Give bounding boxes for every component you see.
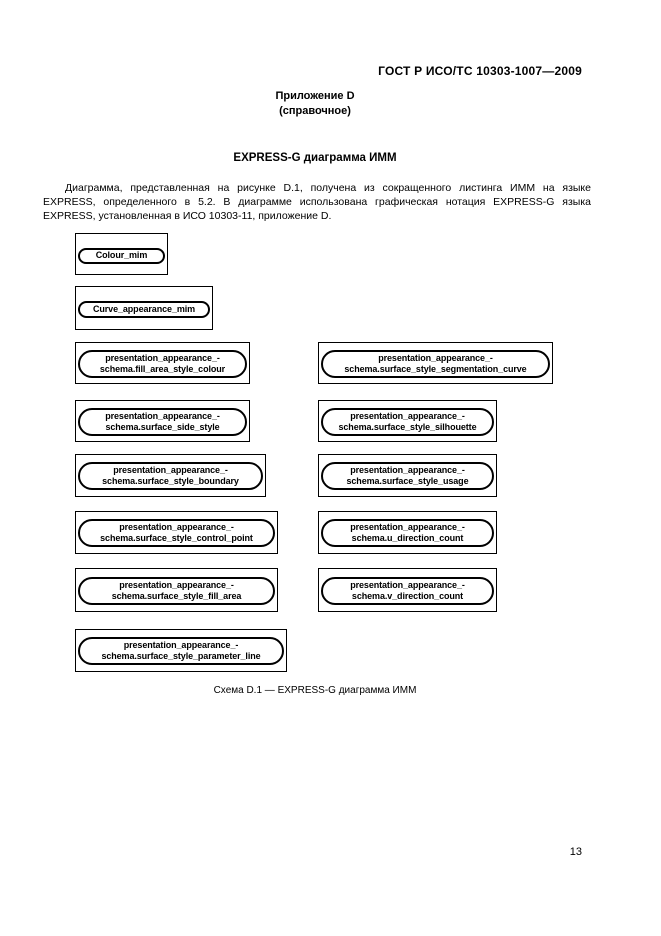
schema-box-surface-style-segmentation-curve: presentation_appearance_- schema.surface… — [318, 342, 553, 384]
schema-pill: presentation_appearance_- schema.v_direc… — [321, 577, 494, 605]
document-header: ГОСТ Р ИСО/ТС 10303-1007—2009 — [378, 64, 582, 78]
schema-box-surface-style-usage: presentation_appearance_- schema.surface… — [318, 454, 497, 497]
schema-box-surface-style-parameter-line: presentation_appearance_- schema.surface… — [75, 629, 287, 672]
schema-label: schema.surface_style_silhouette — [338, 422, 477, 432]
schema-label: schema.v_direction_count — [351, 591, 464, 601]
schema-box-surface-style-silhouette: presentation_appearance_- schema.surface… — [318, 400, 497, 442]
schema-box-surface-style-control-point: presentation_appearance_- schema.surface… — [75, 511, 278, 554]
annex-subtitle: (справочное) — [279, 105, 351, 117]
schema-label: schema.surface_side_style — [105, 422, 220, 432]
schema-label: schema.surface_style_control_point — [100, 533, 253, 543]
schema-pill: presentation_appearance_- schema.surface… — [321, 350, 550, 378]
schema-label: schema.surface_style_parameter_line — [101, 651, 261, 661]
schema-box-v-direction-count: presentation_appearance_- schema.v_direc… — [318, 568, 497, 612]
schema-box-surface-side-style: presentation_appearance_- schema.surface… — [75, 400, 250, 442]
schema-pill: presentation_appearance_- schema.surface… — [78, 577, 275, 605]
schema-label: presentation_appearance_- — [113, 464, 228, 475]
schema-label: presentation_appearance_- — [105, 410, 220, 421]
schema-box-colour-mim: Colour_mim — [75, 233, 168, 275]
schema-pill: presentation_appearance_- schema.surface… — [78, 637, 284, 665]
schema-pill: Curve_appearance_mim — [78, 301, 210, 318]
schema-label: Colour_mim — [95, 250, 148, 261]
section-title: EXPRESS-G диаграмма ИММ — [233, 152, 397, 164]
schema-label: schema.surface_style_fill_area — [111, 591, 242, 601]
schema-pill: presentation_appearance_- schema.surface… — [321, 408, 494, 436]
schema-pill: Colour_mim — [78, 248, 165, 264]
schema-box-fill-area-style-colour: presentation_appearance_- schema.fill_ar… — [75, 342, 250, 384]
figure-caption: Схема D.1 — EXPRESS-G диаграмма ИММ — [213, 685, 417, 696]
schema-pill: presentation_appearance_- schema.u_direc… — [321, 519, 494, 547]
schema-box-curve-appearance-mim: Curve_appearance_mim — [75, 286, 213, 330]
schema-box-surface-style-boundary: presentation_appearance_- schema.surface… — [75, 454, 266, 497]
schema-label: presentation_appearance_- — [350, 579, 465, 590]
schema-box-surface-style-fill-area: presentation_appearance_- schema.surface… — [75, 568, 278, 612]
schema-label: schema.surface_style_usage — [346, 476, 469, 486]
schema-pill: presentation_appearance_- schema.surface… — [321, 462, 494, 490]
schema-label: presentation_appearance_- — [123, 639, 239, 650]
schema-label: presentation_appearance_- — [378, 352, 493, 363]
schema-pill: presentation_appearance_- schema.fill_ar… — [78, 350, 247, 378]
schema-label: schema.surface_style_segmentation_curve — [344, 364, 527, 374]
schema-label: presentation_appearance_- — [350, 464, 465, 475]
schema-pill: presentation_appearance_- schema.surface… — [78, 408, 247, 436]
schema-label: Curve_appearance_mim — [92, 303, 196, 314]
schema-label: presentation_appearance_- — [350, 521, 465, 532]
schema-label: presentation_appearance_- — [119, 521, 234, 532]
schema-label: schema.surface_style_boundary — [102, 476, 239, 486]
body-paragraph: Диаграмма, представленная на рисунке D.1… — [43, 182, 591, 222]
schema-pill: presentation_appearance_- schema.surface… — [78, 519, 275, 547]
page-number: 13 — [569, 846, 582, 858]
schema-label: presentation_appearance_- — [350, 410, 465, 421]
schema-label: presentation_appearance_- — [119, 579, 234, 590]
schema-pill: presentation_appearance_- schema.surface… — [78, 462, 263, 490]
schema-label: presentation_appearance_- — [105, 352, 220, 363]
schema-box-u-direction-count: presentation_appearance_- schema.u_direc… — [318, 511, 497, 554]
schema-label: schema.fill_area_style_colour — [99, 364, 226, 374]
schema-label: schema.u_direction_count — [351, 533, 464, 543]
annex-heading: Приложение D (справочное) — [115, 89, 515, 119]
annex-title: Приложение D — [275, 90, 355, 102]
